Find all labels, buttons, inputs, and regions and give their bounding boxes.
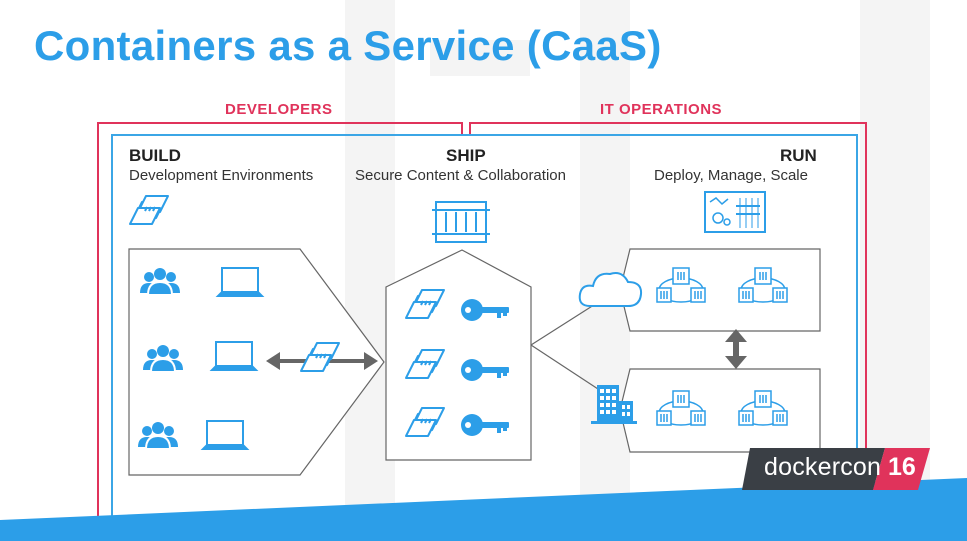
ship-panel [385,249,532,461]
laptop-icon [217,267,263,297]
build-subtitle: Development Environments [129,167,314,184]
slide-title: Containers as a Service (CaaS) [34,22,662,69]
developers-label: DEVELOPERS [225,101,333,118]
registry-icon [432,201,490,243]
it-operations-bracket [469,122,867,520]
build-title: BUILD [129,146,181,165]
bg-shape-mid [580,0,630,520]
dockercon-year: 16 [888,453,916,481]
dockercon-logo: dockercon 16 [742,448,930,490]
run-title: RUN [780,146,817,165]
dockercon-logo-dark [742,448,885,490]
caas-frame [111,134,858,520]
it-operations-label: IT OPERATIONS [600,101,723,118]
bg-shape-right [860,0,930,480]
building-icon [591,385,637,424]
laptop-icon [202,420,248,450]
dashboard-icon [704,191,766,233]
developers-bracket [97,122,463,520]
build-stage-icon [129,195,169,225]
ship-subtitle: Secure Content & Collaboration [355,167,566,184]
dockercon-logo-accent [873,448,930,490]
ship-title: SHIP [446,146,486,165]
cloud-run-panel [619,248,821,332]
build-panel [128,248,385,476]
cloud-icon [578,272,643,307]
run-subtitle: Deploy, Manage, Scale [654,167,808,184]
dockercon-wordmark: dockercon [764,453,882,481]
vertical-arrow-icon [725,329,747,369]
laptop-icon [211,341,257,371]
bottom-band [0,478,967,541]
bg-shape-bar [430,40,530,76]
datacenter-run-panel [619,368,821,453]
